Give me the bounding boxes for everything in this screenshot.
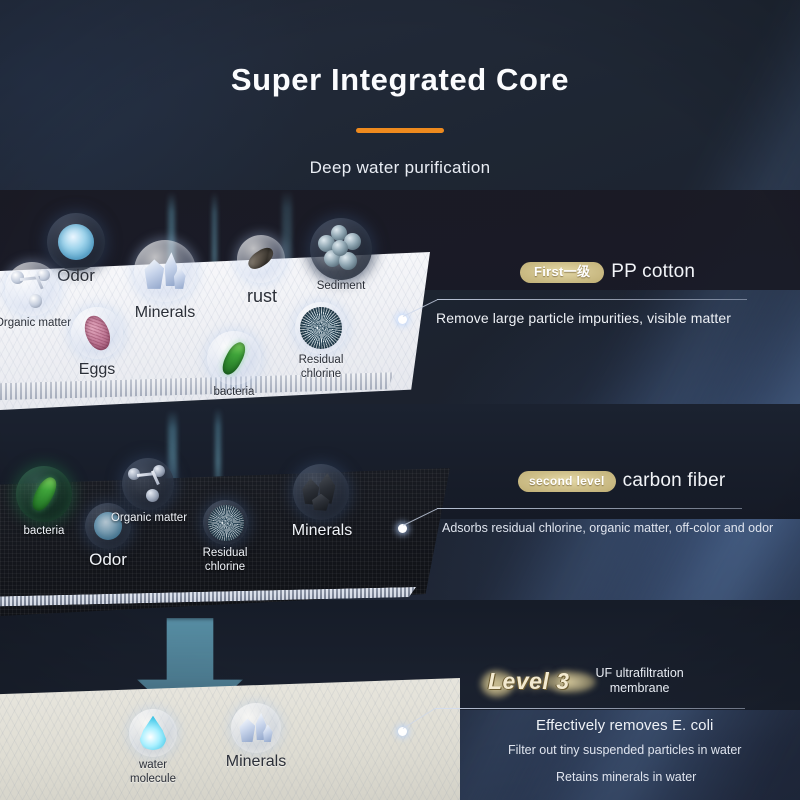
contaminant-label: Minerals — [225, 753, 287, 770]
bacteria-icon — [16, 466, 72, 522]
minerals-icon — [231, 703, 281, 753]
stage-3-name-line2: membrane — [609, 681, 670, 695]
stage-1-heading: First一级 PP cotton — [520, 261, 695, 283]
contaminant-label: chlorine — [204, 561, 246, 573]
filter-slab-uf-membrane — [0, 678, 460, 800]
callout-dot — [398, 315, 407, 324]
residual-chlorine-icon — [203, 500, 248, 545]
page-subtitle: Deep water purification — [309, 158, 491, 177]
organic-matter-icon — [5, 262, 59, 316]
rust-icon — [237, 235, 285, 283]
minerals-icon — [134, 240, 196, 302]
minerals-icon — [293, 464, 349, 520]
stage-3-badge: Level 3 — [488, 667, 570, 694]
contaminant-label: Organic matter — [110, 512, 188, 524]
odor-icon — [85, 503, 131, 549]
stage-2-name: carbon fiber — [622, 470, 726, 491]
stage-1-badge: First一级 — [520, 261, 605, 283]
stage-3-name-line1: UF ultrafiltration — [595, 666, 684, 680]
badge-glow-right — [543, 670, 596, 693]
eggs-icon — [71, 307, 123, 359]
stage-1-name: PP cotton — [611, 261, 696, 282]
contaminant-label: Organic matter — [0, 317, 72, 329]
callout-dot — [398, 524, 407, 533]
badge-glow-left — [480, 669, 514, 698]
water-beam-icon — [215, 408, 221, 508]
stage-3-badge-wrap: Level 3 — [480, 667, 596, 698]
header: Super Integrated Core Deep water purific… — [0, 62, 800, 178]
contaminant-label: bacteria — [23, 525, 65, 537]
residual-chlorine-icon — [295, 302, 347, 354]
stage-3-description-3: Retains minerals in water — [556, 770, 697, 784]
contaminant-label: bacteria — [213, 386, 255, 398]
stage-2-heading: second level carbon fiber — [518, 470, 725, 492]
stage-3-description-1: Effectively removes E. coli — [536, 717, 714, 734]
contaminant-label: Minerals — [291, 522, 353, 539]
stage-1-description: Remove large particle impurities, visibl… — [436, 310, 732, 326]
stage-2-description: Adsorbs residual chlorine, organic matte… — [442, 521, 774, 535]
callout-dot — [398, 727, 407, 736]
contaminant-label: Residual — [202, 547, 248, 559]
stage-3-description-2: Filter out tiny suspended particles in w… — [508, 743, 742, 757]
contaminant-label: chlorine — [300, 368, 342, 380]
contaminant-label: rust — [246, 286, 277, 306]
stage-2-badge: second level — [518, 470, 616, 492]
organic-matter-icon — [122, 458, 174, 510]
bacteria-icon — [207, 331, 261, 385]
water-beam-icon — [282, 190, 292, 290]
contaminant-label: Minerals — [134, 304, 196, 321]
contaminant-label: Residual — [298, 354, 344, 366]
contaminant-label: molecule — [129, 773, 177, 785]
contaminant-label: Odor — [89, 550, 127, 569]
sediment-icon — [310, 218, 372, 280]
slab-surface — [0, 678, 460, 800]
title-underline-rule — [356, 128, 444, 133]
water-beam-icon — [212, 192, 217, 307]
odor-icon — [47, 213, 105, 271]
water-molecule-icon — [129, 709, 177, 757]
contaminant-label: Sediment — [316, 280, 366, 292]
contaminant-label: Odor — [57, 266, 95, 285]
water-beam-icon — [168, 410, 177, 515]
contaminant-label: water — [138, 759, 168, 771]
contaminant-label: Eggs — [78, 361, 116, 378]
page-title: Super Integrated Core — [230, 62, 570, 97]
